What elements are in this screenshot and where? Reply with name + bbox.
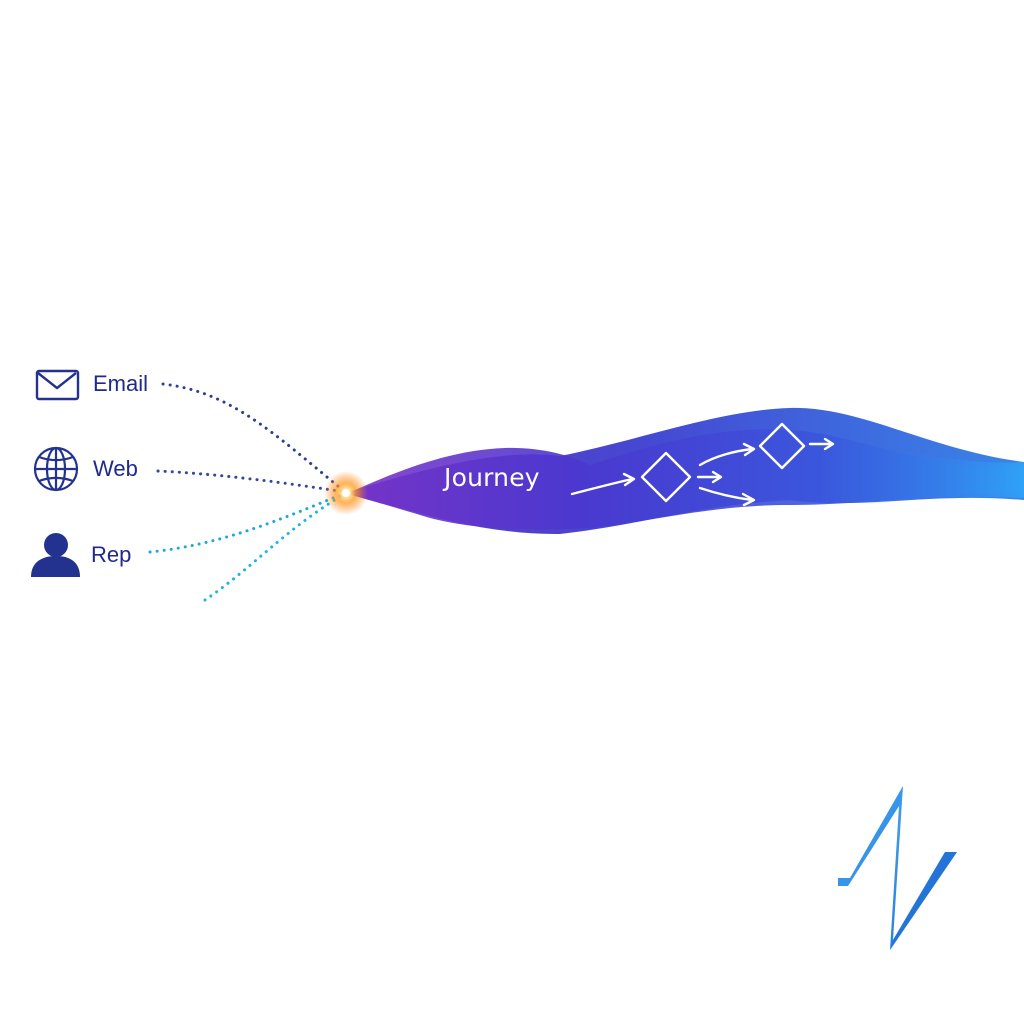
channel-label-email: Email [93, 371, 149, 396]
person-icon [31, 533, 80, 577]
channel-label-rep: Rep [91, 542, 132, 567]
channel-label-web: Web [93, 456, 138, 481]
connector-extra [203, 492, 347, 602]
arrow-head-icon [711, 470, 723, 484]
connector-rep [148, 491, 347, 554]
zigzag-logo-icon [838, 786, 957, 950]
arrow-branch-up-icon [698, 447, 754, 467]
connector-email [161, 382, 347, 494]
globe-icon [33, 446, 79, 492]
arrow-head-icon [823, 437, 835, 451]
diamond-icon [758, 422, 806, 470]
arrow-branch-down-icon [698, 486, 754, 502]
journey-ribbon-tail [860, 440, 1024, 505]
journey-label: Journey [444, 463, 540, 492]
arrow-head-icon [742, 442, 756, 457]
connector-lines [148, 382, 347, 602]
glow-core [342, 489, 350, 497]
arrow-head-icon [741, 492, 756, 507]
connector-web [156, 469, 347, 494]
journey-flow [570, 422, 835, 507]
arrow-right-icon [570, 477, 634, 496]
arrow-head-icon [622, 472, 636, 487]
envelope-icon [35, 369, 80, 401]
diamond-icon [640, 451, 692, 503]
